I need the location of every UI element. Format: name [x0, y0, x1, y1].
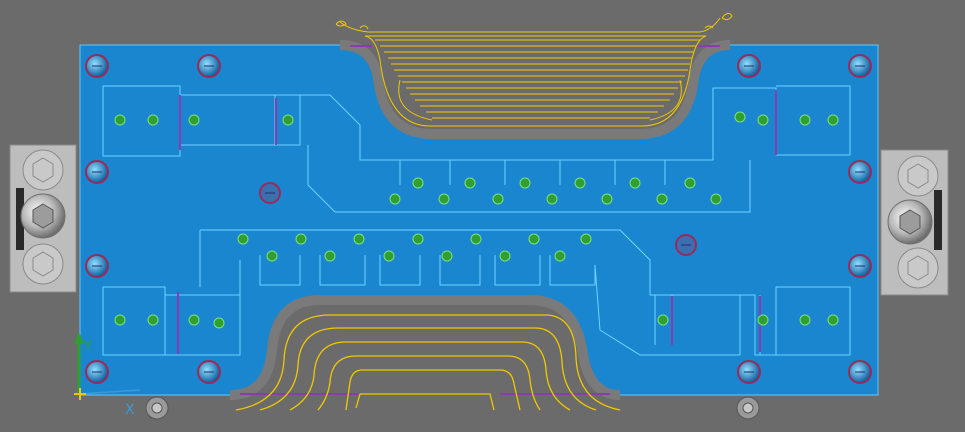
- counterbore-holes: [85, 54, 872, 384]
- right-clamp-screw-top: [897, 155, 939, 197]
- counterbore-hole[interactable]: [197, 360, 221, 384]
- counterbore-hole[interactable]: [85, 54, 109, 78]
- counterbore-hole[interactable]: [848, 54, 872, 78]
- right-clamp-screw-bottom: [897, 247, 939, 289]
- counterbore-hole[interactable]: [848, 254, 872, 278]
- counterbore-hole[interactable]: [85, 160, 109, 184]
- counterbore-hole[interactable]: [85, 360, 109, 384]
- profile-outlines: [102, 85, 851, 356]
- y-axis-label: Y: [83, 339, 92, 354]
- drill-points: [114, 111, 839, 329]
- coordinate-triad: Y X: [74, 332, 141, 418]
- counterbore-hole[interactable]: [737, 54, 761, 78]
- left-clamp-screw-top: [22, 149, 64, 191]
- counterbore-hole[interactable]: [848, 360, 872, 384]
- bottom-toolpath: [235, 314, 621, 411]
- bottom-pocket-wall: [229, 295, 621, 400]
- dowel-hole[interactable]: [259, 182, 281, 204]
- top-pocket-wall: [339, 40, 731, 139]
- right-clamp[interactable]: [880, 149, 949, 296]
- left-clamp-screw-bottom: [22, 243, 64, 285]
- dowel-hole[interactable]: [675, 234, 697, 256]
- counterbore-hole[interactable]: [737, 360, 761, 384]
- left-clamp[interactable]: [9, 144, 77, 293]
- top-toolpath: [335, 12, 733, 127]
- profile-edges: [177, 45, 777, 395]
- counterbore-hole[interactable]: [197, 54, 221, 78]
- counterbore-hole[interactable]: [848, 160, 872, 184]
- counterbore-hole[interactable]: [85, 254, 109, 278]
- x-axis-label: X: [125, 402, 135, 418]
